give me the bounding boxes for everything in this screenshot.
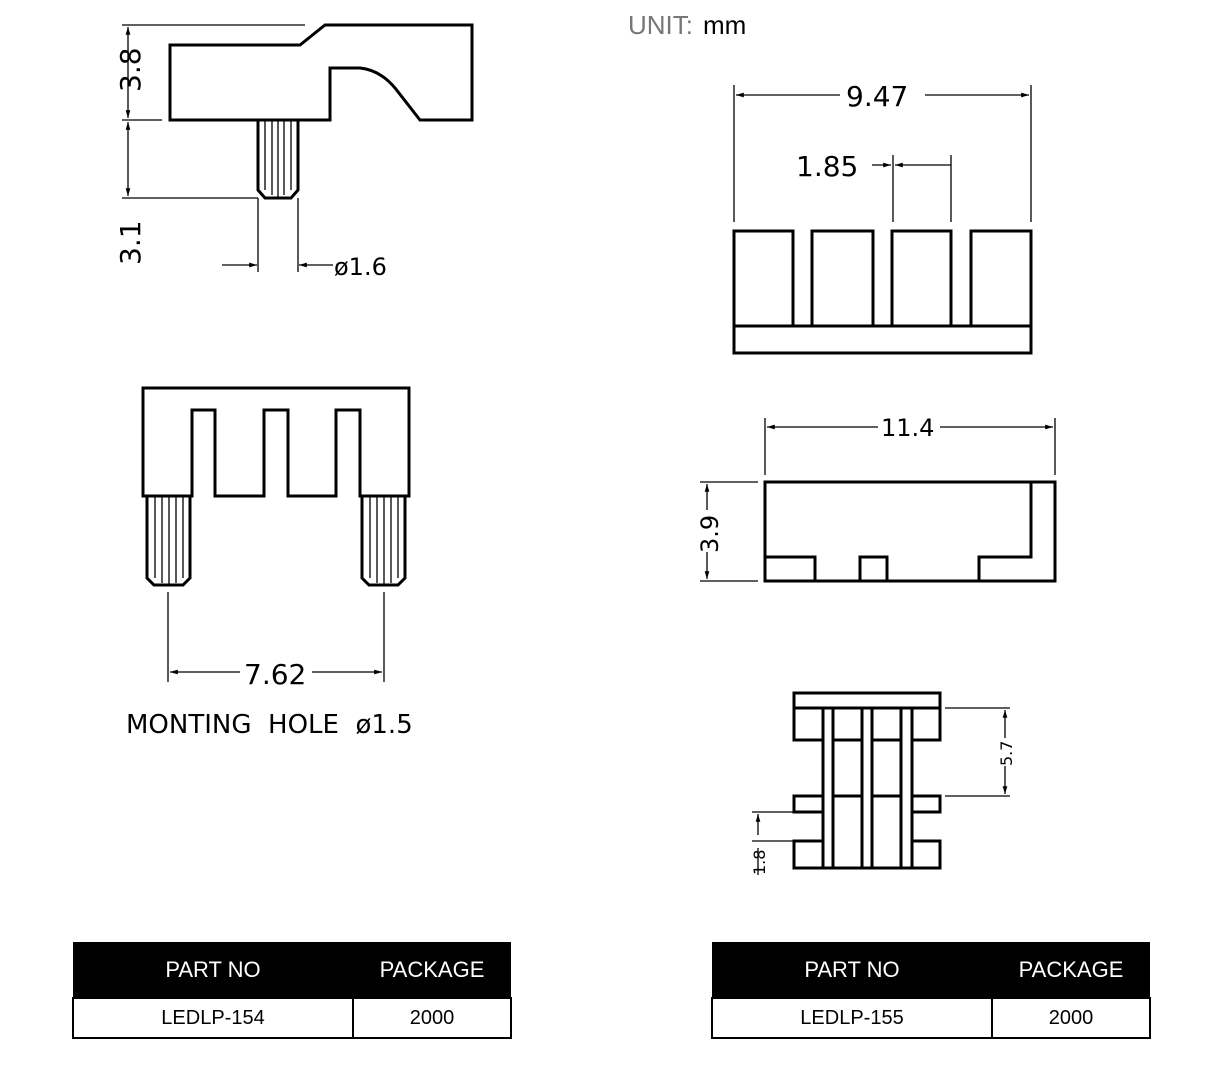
mounting-hole-note: MONTING HOLE ø1.5 [126, 710, 413, 740]
cell-part-no: LEDLP-155 [711, 997, 993, 1039]
unit-label: UNIT: mm [628, 10, 746, 41]
dim-length: 11.4 [881, 414, 934, 442]
dim-bottom-span: 5.7 [997, 741, 1016, 766]
side-view-part: 3.8 3.1 ø1.6 [114, 23, 474, 281]
dim-pin-diameter: ø1.6 [334, 253, 387, 281]
front-view-part: 7.62 MONTING HOLE ø1.5 [126, 386, 413, 740]
top-view-part: 9.47 1.85 [732, 80, 1033, 355]
unit-value: mm [703, 10, 747, 40]
unit-key: UNIT: [628, 10, 693, 40]
dim-pin-length: 3.1 [114, 220, 147, 265]
header-package: PACKAGE [992, 942, 1150, 998]
dim-top-height: 3.8 [114, 47, 147, 92]
dim-pitch: 7.62 [244, 658, 306, 691]
cell-part-no: LEDLP-154 [72, 997, 354, 1039]
header-package: PACKAGE [353, 942, 511, 998]
cell-package: 2000 [991, 997, 1151, 1039]
cell-package: 2000 [352, 997, 512, 1039]
dim-bottom-tab: 1.8 [750, 850, 769, 875]
dim-height: 3.9 [696, 515, 724, 553]
length-view-part: 11.4 3.9 [696, 414, 1057, 583]
header-part-no: PART NO [712, 942, 992, 998]
header-part-no: PART NO [73, 942, 353, 998]
bottom-view-part: 5.7 1.8 [750, 691, 1016, 875]
dim-width: 9.47 [846, 80, 908, 113]
dim-slot-pitch: 1.85 [796, 150, 858, 183]
